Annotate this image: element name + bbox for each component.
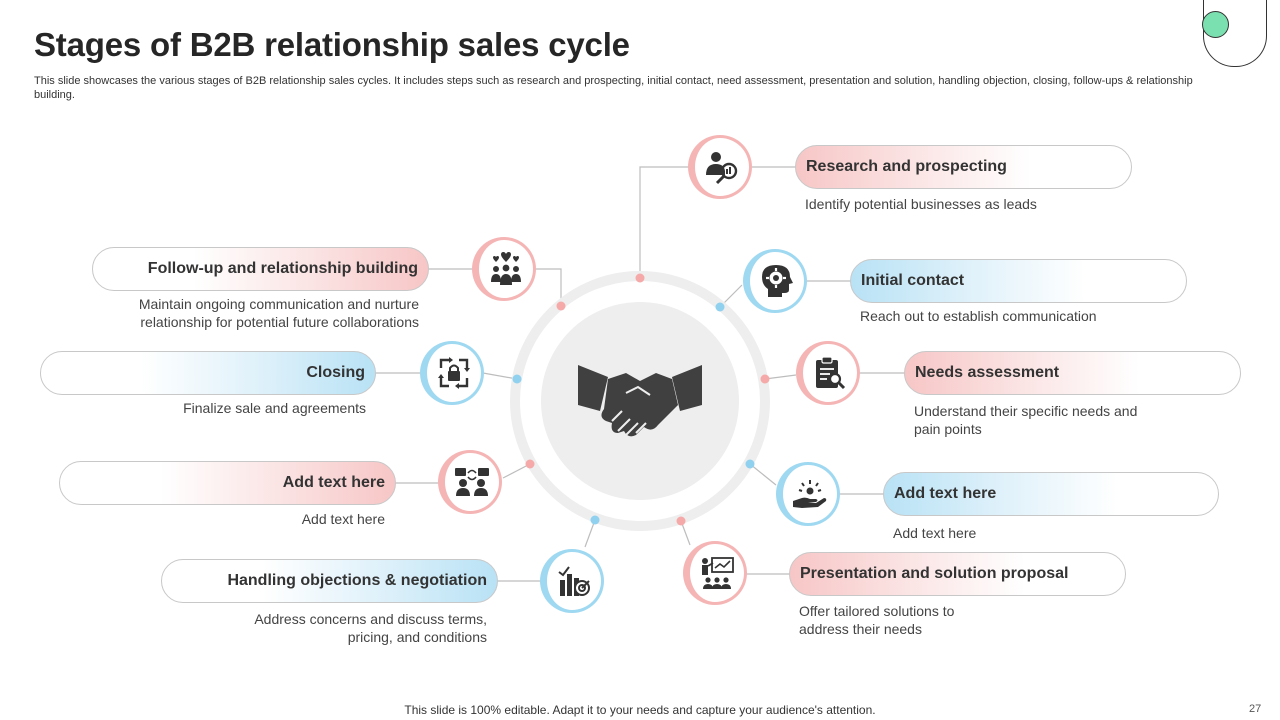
people-chat-icon <box>455 468 489 496</box>
stage-icon-addtext-left <box>438 450 502 514</box>
dot-followup <box>556 301 566 311</box>
stage-pill-followup: Follow-up and relationship building <box>92 247 429 291</box>
hub-circle <box>541 302 739 500</box>
stage-label: Presentation and solution proposal <box>800 565 1069 582</box>
footer-note: This slide is 100% editable. Adapt it to… <box>404 703 876 717</box>
connector-addtext-left <box>502 463 531 479</box>
stage-pill-handling: Handling objections & negotiation <box>161 559 498 603</box>
stage-pill-initial-contact: Initial contact <box>850 259 1187 303</box>
stage-desc-closing: Finalize sale and agreements <box>183 400 366 416</box>
stage-desc-addtext-left: Add text here <box>301 511 385 527</box>
hand-idea-icon <box>793 480 827 508</box>
stage-icon-research <box>688 135 752 199</box>
stage-desc-initial-contact: Reach out to establish communication <box>860 308 1097 324</box>
stage-desc-presentation: Offer tailored solutions to address thei… <box>799 603 955 637</box>
connector-followup <box>536 268 562 306</box>
corner-dot <box>1202 11 1229 38</box>
stage-icon-followup <box>472 237 536 301</box>
connector-addtext-right <box>749 463 777 486</box>
handshake-icon <box>578 365 702 437</box>
stage-label: Initial contact <box>861 272 965 289</box>
stage-label: Add text here <box>282 474 385 491</box>
cycle-lock-icon <box>438 357 470 389</box>
stage-icon-closing <box>420 341 484 405</box>
stage-desc-handling: Address concerns and discuss terms, pric… <box>254 611 487 645</box>
dot-addtext-right <box>745 459 755 469</box>
chart-target-icon <box>558 566 590 596</box>
page-number: 27 <box>1249 703 1262 715</box>
head-gear-icon <box>762 265 793 297</box>
stage-pill-presentation: Presentation and solution proposal <box>789 552 1126 596</box>
dot-addtext-left <box>525 459 535 469</box>
team-hearts-icon <box>491 252 521 285</box>
dot-presentation <box>676 516 686 526</box>
stage-desc-research: Identify potential businesses as leads <box>805 196 1037 212</box>
connector-needs <box>764 374 797 380</box>
stage-pill-addtext-left: Add text here <box>59 461 396 505</box>
stage-pill-needs: Needs assessment <box>904 351 1241 395</box>
presentation-icon <box>702 557 734 589</box>
stage-icon-presentation <box>683 541 747 605</box>
stage-pill-research: Research and prospecting <box>795 145 1132 189</box>
stage-label: Closing <box>306 364 365 381</box>
page-title: Stages of B2B relationship sales cycle <box>34 26 630 63</box>
user-search-icon <box>706 152 738 185</box>
stage-label: Needs assessment <box>915 364 1060 381</box>
dot-research <box>635 273 645 283</box>
stage-label: Handling objections & negotiation <box>227 572 487 589</box>
connector-handling <box>584 519 596 548</box>
stage-label: Follow-up and relationship building <box>147 260 418 277</box>
page-subtitle: This slide showcases the various stages … <box>34 75 1193 101</box>
dot-handling <box>590 515 600 525</box>
dot-initial-contact <box>715 302 725 312</box>
stage-label: Research and prospecting <box>806 158 1007 175</box>
stage-icon-handling <box>540 549 604 613</box>
stage-pill-closing: Closing <box>40 351 376 395</box>
stage-icon-addtext-right <box>776 462 840 526</box>
clipboard-search-icon <box>816 356 846 390</box>
stage-label: Add text here <box>894 485 997 502</box>
stage-icon-initial-contact <box>743 249 807 313</box>
connector-research <box>639 166 688 278</box>
dot-closing <box>512 374 522 384</box>
dot-needs <box>760 374 770 384</box>
stage-pill-addtext-right: Add text here <box>883 472 1219 516</box>
stage-desc-needs: Understand their specific needs and pain… <box>914 403 1138 437</box>
stage-desc-addtext-right: Add text here <box>893 525 977 541</box>
stage-icon-needs <box>796 341 860 405</box>
stage-desc-followup: Maintain ongoing communication and nurtu… <box>138 296 419 330</box>
